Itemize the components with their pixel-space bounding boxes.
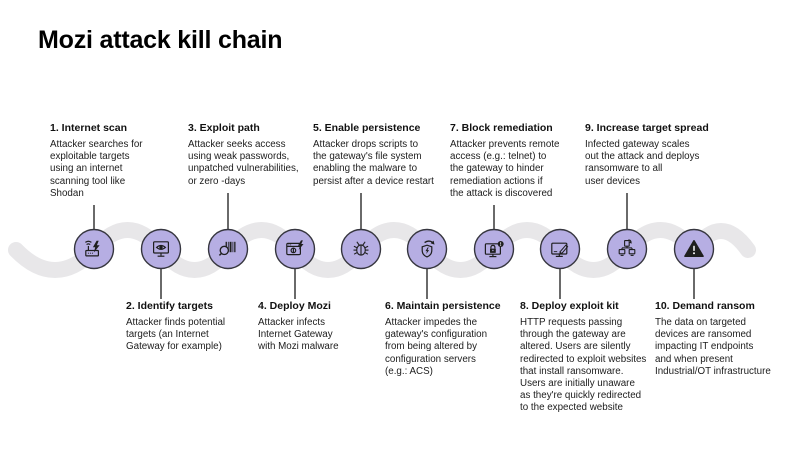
warning-triangle-icon <box>684 240 704 257</box>
step-5-enable-persistence: 5. Enable persistence Attacker drops scr… <box>313 122 463 188</box>
network-spread-icon <box>618 239 636 256</box>
step-title: 10. Demand ransom <box>655 300 755 312</box>
step-8-deploy-exploit-kit: 8. Deploy exploit kit HTTP requests pass… <box>520 300 670 415</box>
step-description: The data on targeted devices are ransome… <box>655 317 771 377</box>
step-title: 1. Internet scan <box>50 122 128 134</box>
router-attack-icon <box>85 240 100 257</box>
step-8-node <box>539 228 581 270</box>
step-6-maintain-persistence: 6. Maintain persistence Attacker impedes… <box>385 300 535 378</box>
step-title: 3. Exploit path <box>188 122 260 134</box>
step-description: Attacker seeks access using weak passwor… <box>188 139 299 187</box>
step-description: HTTP requests passing through the gatewa… <box>520 317 647 414</box>
browser-malware-icon <box>286 240 304 256</box>
step-title: 9. Increase target spread <box>585 122 709 134</box>
step-description: Attacker searches for exploitable target… <box>50 139 143 199</box>
step-title: 8. Deploy exploit kit <box>520 300 619 312</box>
step-description: Attacker drops scripts to the gateway's … <box>313 139 434 187</box>
step-3-exploit-path: 3. Exploit path Attacker seeks access us… <box>188 122 338 188</box>
monitor-eye-icon <box>152 241 170 257</box>
shield-refresh-icon <box>421 240 435 258</box>
step-title: 4. Deploy Mozi <box>258 300 331 312</box>
step-1-internet-scan: 1. Internet scan Attacker searches for e… <box>50 122 200 200</box>
step-2-identify-targets: 2. Identify targets Attacker finds poten… <box>126 300 276 354</box>
step-description: Attacker impedes the gateway's configura… <box>385 317 488 377</box>
step-1-node <box>73 228 115 270</box>
step-description: Attacker infects Internet Gateway with M… <box>258 317 339 353</box>
step-9-node <box>606 228 648 270</box>
step-description: Attacker finds potential targets (an Int… <box>126 317 226 353</box>
step-10-demand-ransom: 10. Demand ransom The data on targeted d… <box>655 300 800 378</box>
step-description: Attacker prevents remote access (e.g.: t… <box>450 139 560 199</box>
step-title: 2. Identify targets <box>126 300 213 312</box>
step-title: 5. Enable persistence <box>313 122 421 134</box>
page-title: Mozi attack kill chain <box>38 26 283 54</box>
monitor-edit-icon <box>551 242 569 257</box>
step-title: 7. Block remediation <box>450 122 553 134</box>
step-7-block-remediation: 7. Block remediation Attacker prevents r… <box>450 122 600 200</box>
bug-icon <box>353 241 369 256</box>
step-title: 6. Maintain persistence <box>385 300 501 312</box>
barcode-magnifier-icon <box>218 241 236 256</box>
monitor-lock-alert-icon <box>484 241 504 258</box>
step-description: Infected gateway scales out the attack a… <box>585 139 700 187</box>
step-4-deploy-mozi: 4. Deploy Mozi Attacker infects Internet… <box>258 300 408 354</box>
step-9-increase-target-spread: 9. Increase target spread Infected gatew… <box>585 122 735 188</box>
